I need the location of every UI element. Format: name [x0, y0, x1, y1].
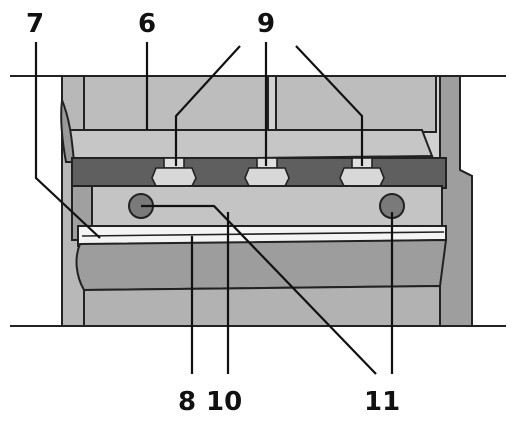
- callout-6: 6: [138, 9, 156, 39]
- cover-shelf: [64, 129, 434, 162]
- lower-front: [75, 238, 448, 292]
- leader-7: [34, 42, 101, 239]
- strip-line: [81, 231, 445, 237]
- callout-11: 11: [364, 387, 400, 417]
- left-bracket: [60, 99, 76, 163]
- screw-slot: [71, 157, 447, 189]
- bottom-base: [83, 284, 441, 327]
- top-cover-right: [275, 75, 437, 133]
- callout-numbers: 7 6 9 8 10 11: [26, 9, 400, 417]
- leader-9-left: [174, 45, 241, 166]
- callout-7: 7: [26, 9, 44, 39]
- lower-body: [75, 238, 448, 327]
- leader-11-left: [141, 204, 377, 375]
- callout-9: 9: [257, 9, 275, 39]
- top-cover: [60, 75, 437, 163]
- leader-9-right: [295, 45, 364, 166]
- leader-lines: [34, 42, 394, 375]
- callout-8: 8: [178, 387, 196, 417]
- callout-10: 10: [206, 387, 242, 417]
